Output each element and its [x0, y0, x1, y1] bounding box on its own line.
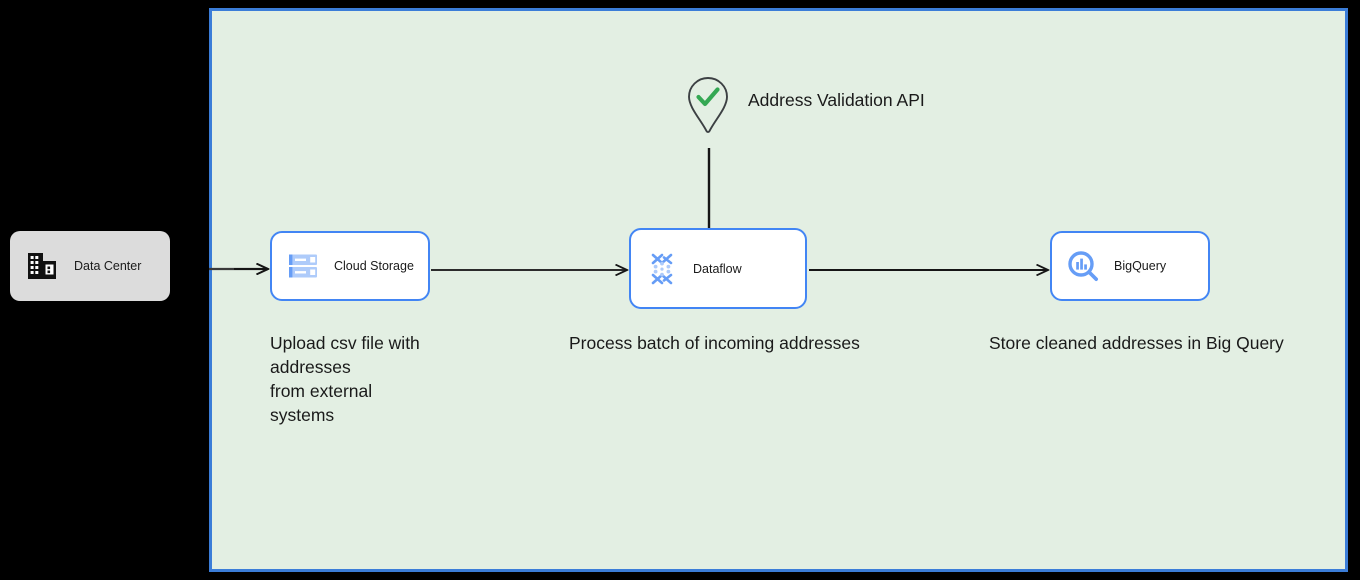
node-bigquery-label: BigQuery: [1114, 259, 1167, 273]
caption-cloud-storage: Upload csv file with addresses from exte…: [270, 333, 420, 425]
map-pin-check-icon: [688, 77, 728, 134]
address-validation-api-node[interactable]: [686, 76, 730, 134]
dataflow-icon: [651, 253, 673, 284]
node-cloud-storage[interactable]: Cloud Storage: [270, 231, 430, 301]
building-icon: [28, 253, 56, 279]
node-dataflow-label: Dataflow: [693, 261, 742, 276]
node-cloud-storage-label: Cloud Storage: [334, 259, 414, 273]
bigquery-icon: [1068, 251, 1098, 281]
caption-bigquery: Store cleaned addresses in Big Query: [989, 333, 1284, 353]
node-dataflow[interactable]: Dataflow: [629, 228, 807, 309]
caption-dataflow: Process batch of incoming addresses: [569, 333, 860, 353]
node-data-center-label: Data Center: [74, 259, 142, 273]
node-data-center[interactable]: Data Center: [10, 231, 170, 301]
node-bigquery[interactable]: BigQuery: [1050, 231, 1210, 301]
address-validation-api-label: Address Validation API: [748, 90, 925, 110]
cloud-storage-icon: [289, 254, 317, 278]
